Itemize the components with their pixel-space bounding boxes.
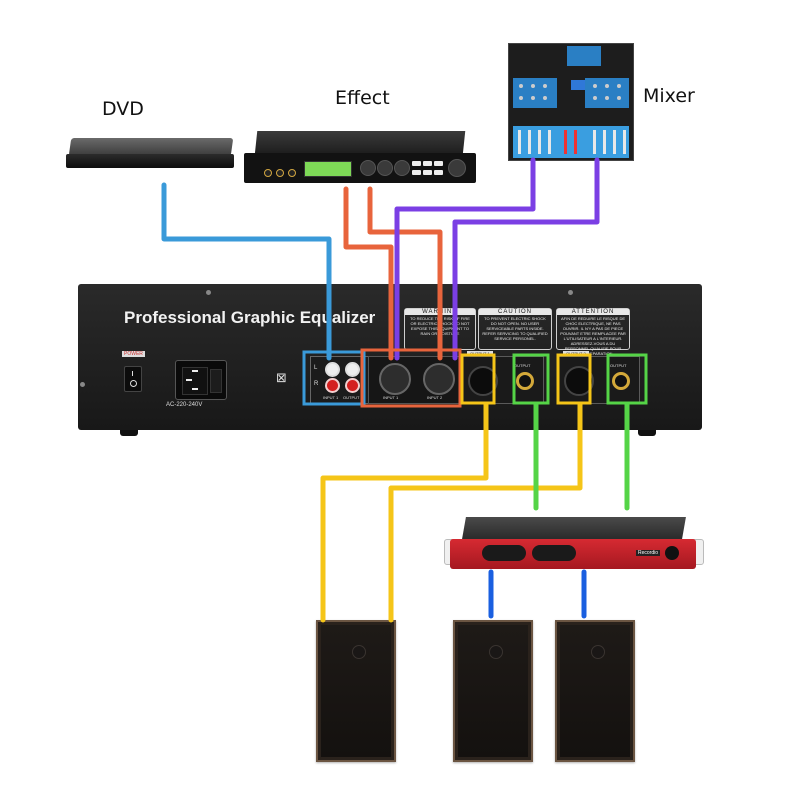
rca-output-right[interactable]	[345, 378, 360, 393]
weee-recycle-icon: ⊠	[276, 371, 287, 386]
amp-brand: Recordio	[636, 550, 661, 556]
lcd-display	[304, 161, 352, 177]
power-amplifier: Recordio	[444, 517, 704, 571]
equalizer-title: Professional Graphic Equalizer	[124, 308, 376, 327]
dvd-player	[66, 138, 236, 182]
jack-output-2[interactable]	[612, 372, 630, 390]
power-switch[interactable]	[124, 366, 142, 392]
wire-xlr-out-1	[320, 401, 489, 623]
xlr-output-1[interactable]	[468, 366, 498, 396]
effect-processor	[244, 131, 476, 185]
xlr-output-2[interactable]	[564, 366, 594, 396]
dvd-label: DVD	[102, 98, 144, 120]
mixer-label: Mixer	[643, 85, 695, 107]
effect-label: Effect	[335, 87, 390, 109]
power-label: POWER	[122, 351, 145, 357]
rca-input-right[interactable]	[325, 378, 340, 393]
graphic-equalizer: Professional Graphic Equalizer WARNING T…	[78, 284, 702, 436]
ac-power-inlet	[175, 360, 227, 400]
rca-output-left[interactable]	[345, 362, 360, 377]
output-2-panel: OUTPUT 2 OUTPUT	[558, 351, 640, 404]
ac-voltage-label: AC-220-240V	[166, 402, 203, 408]
warning-label: WARNING TO REDUCE THE RISK OF FIRE OR EL…	[404, 308, 476, 350]
combo-input-1[interactable]	[379, 363, 411, 395]
audio-mixer	[508, 43, 634, 161]
speaker-3	[555, 620, 635, 762]
combo-input-2[interactable]	[423, 363, 455, 395]
combo-input-panel: INPUT 1 INPUT 2	[368, 356, 460, 404]
wire-xlr-out-2	[388, 401, 583, 623]
output-1-panel: OUTPUT 1 OUTPUT	[462, 351, 544, 404]
amp-power-button[interactable]	[665, 546, 679, 560]
jack-output-1[interactable]	[516, 372, 534, 390]
caution-label: CAUTION TO PREVENT ELECTRIC SHOCK DO NOT…	[478, 308, 552, 350]
speaker-1	[316, 620, 396, 762]
rca-panel: L R INPUT 1 OUTPUT 1	[310, 356, 370, 404]
rca-input-left[interactable]	[325, 362, 340, 377]
attention-label: ATTENTION AFIN DE REDUIRE LE RISQUE DE C…	[556, 308, 630, 356]
speaker-2	[453, 620, 533, 762]
